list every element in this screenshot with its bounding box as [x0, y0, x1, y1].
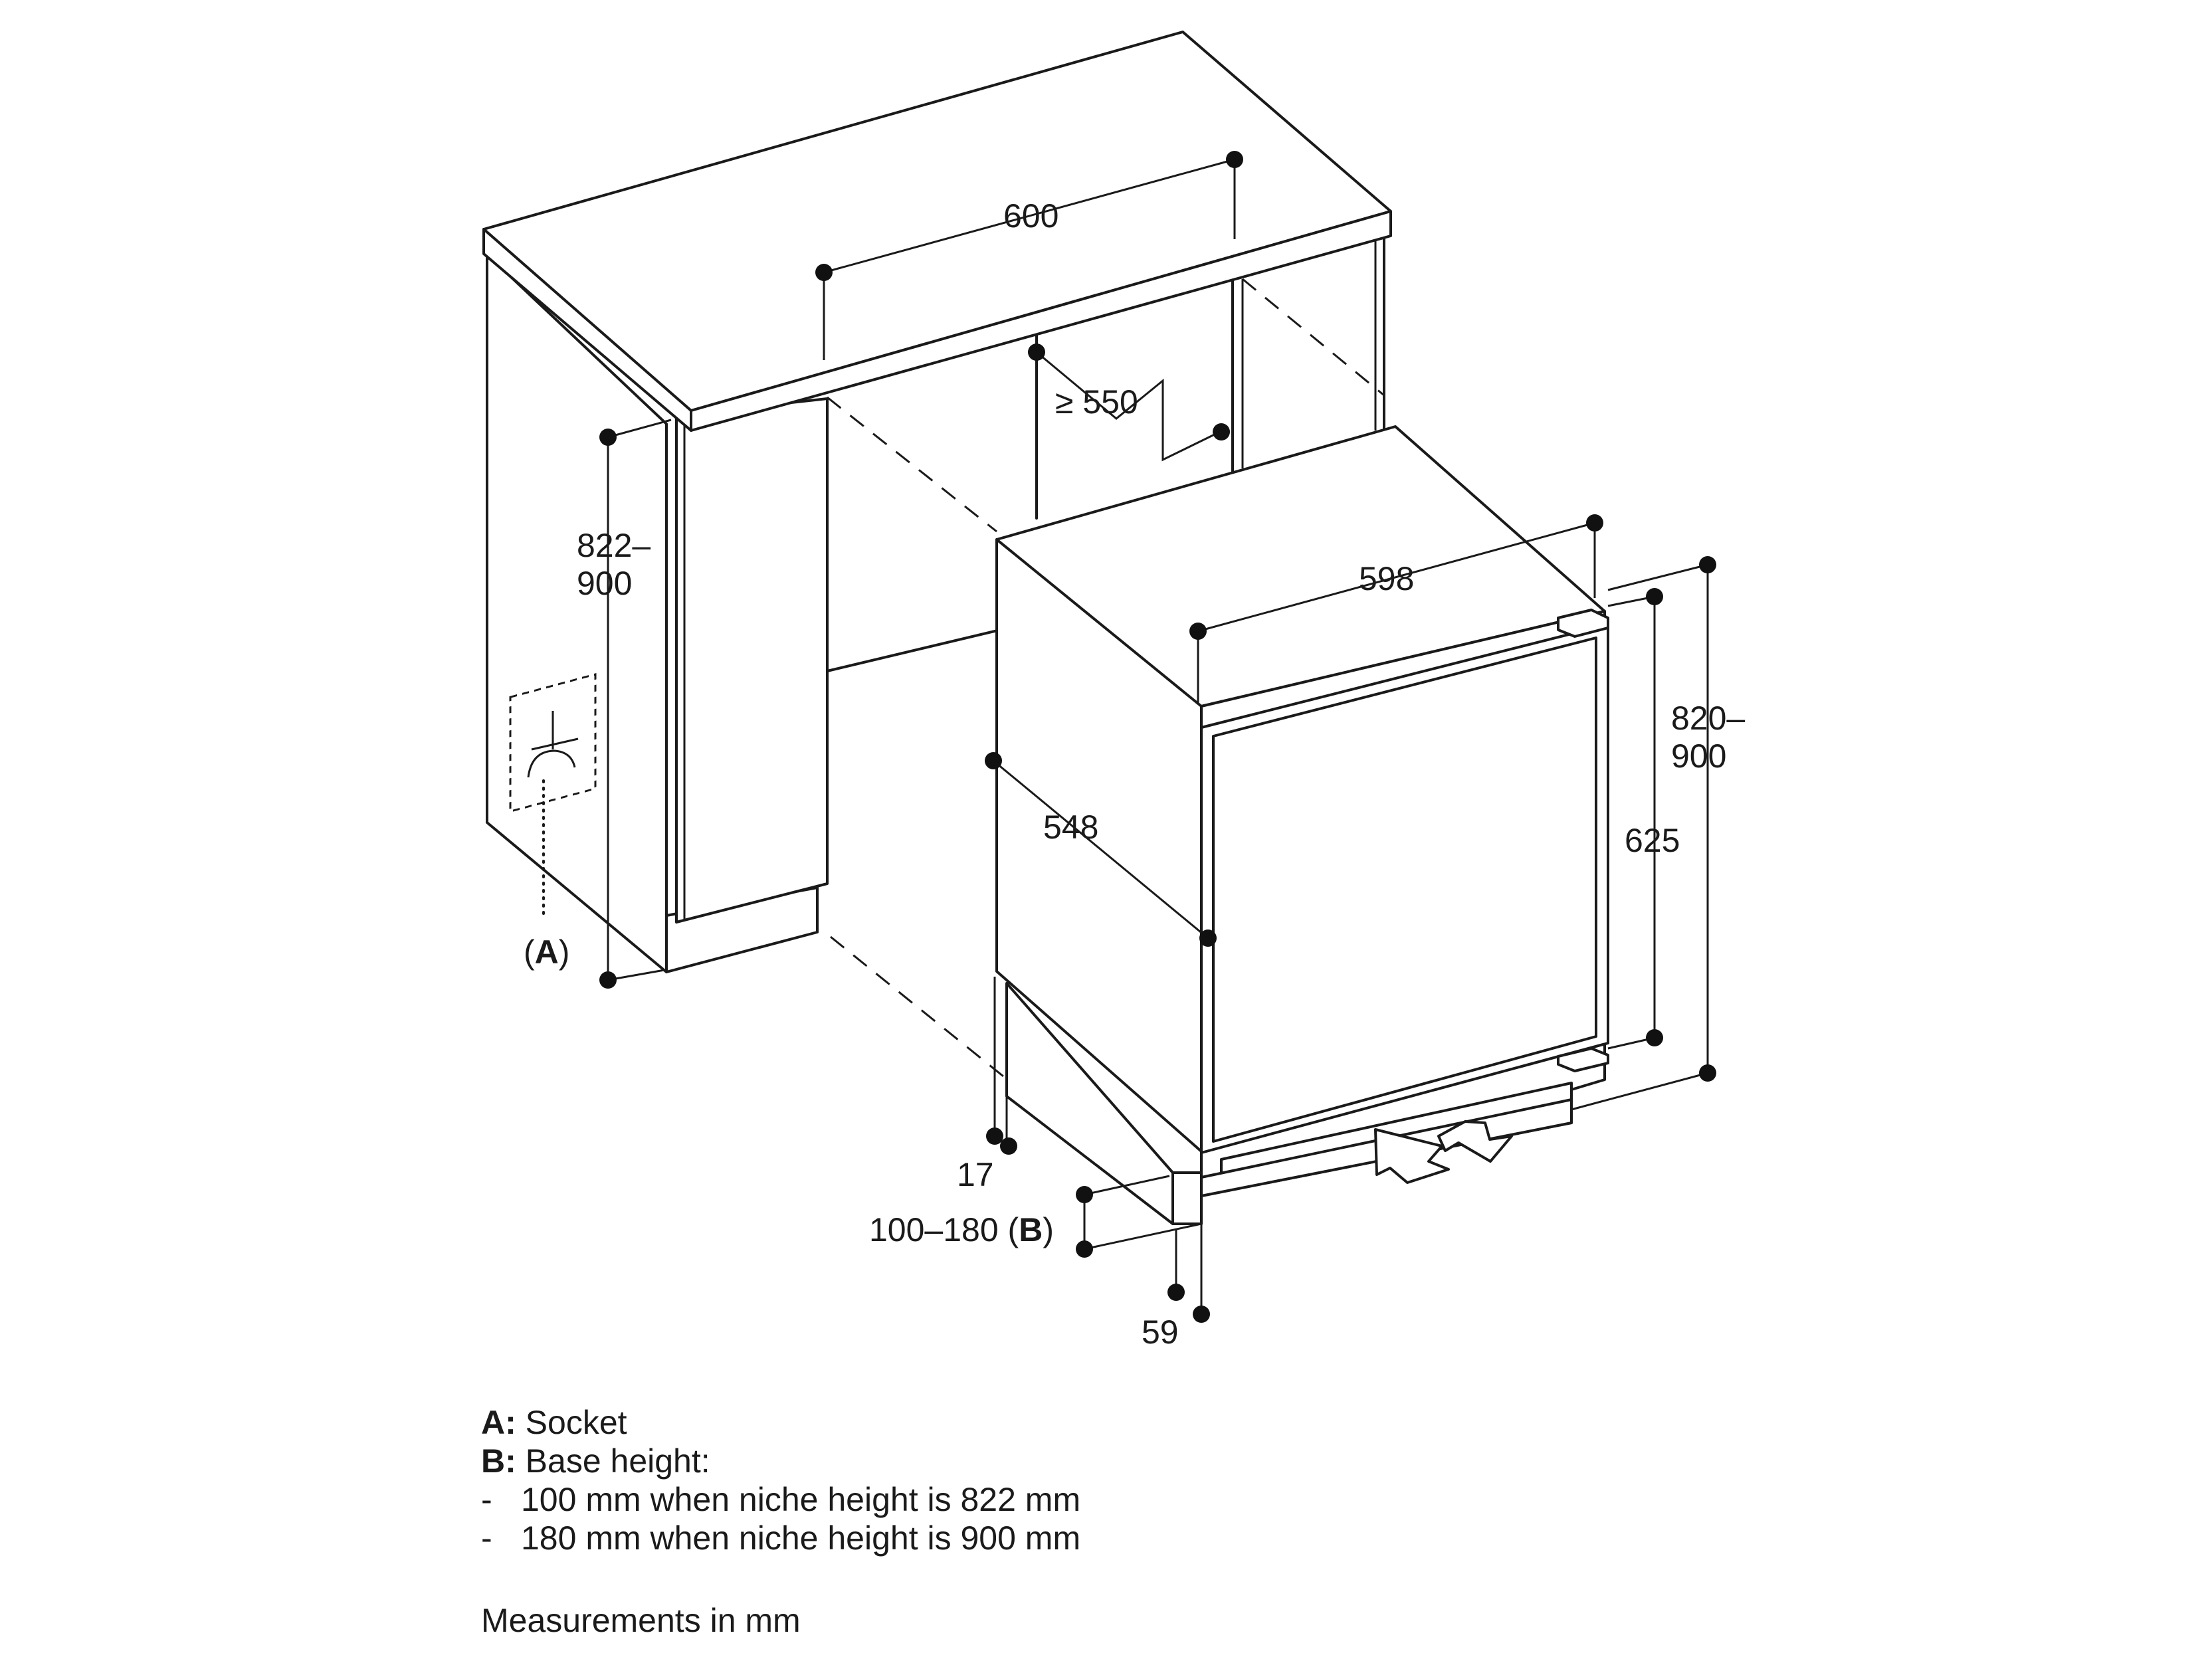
dim-822-top: [599, 429, 617, 446]
label-appliance-height-2: 900: [1671, 737, 1726, 775]
dim-100-bottom: [1076, 1240, 1093, 1258]
dimension-labels: 600 ≥ 550 822– 900 598 548 625 820– 900 …: [524, 197, 1745, 1351]
legend-b-key: B:: [481, 1442, 516, 1480]
label-base-height: 100–180 (B): [869, 1211, 1054, 1248]
label-niche-depth: ≥ 550: [1055, 383, 1138, 421]
label-appliance-width: 598: [1359, 560, 1414, 597]
dim-17-b: [1000, 1137, 1017, 1155]
air-out-arrow: [1437, 1120, 1513, 1163]
socket-symbol: [509, 673, 597, 918]
legend-item-2: -180 mm when niche height is 900 mm: [481, 1519, 1080, 1557]
top-hinge: [1557, 609, 1609, 638]
niche-cabinet: [482, 31, 1392, 1078]
appliance-plinth-front: [1171, 1171, 1203, 1225]
dim-548-end: [1199, 929, 1217, 947]
dim-598-end: [1586, 514, 1603, 532]
worktop-left-edge: [482, 228, 692, 432]
left-cabinet-front: [675, 397, 829, 924]
label-niche-height-2: 900: [577, 565, 632, 602]
label-door-height: 625: [1625, 822, 1680, 859]
dim-625-bottom: [1646, 1029, 1663, 1046]
dim-600-end: [1226, 151, 1243, 168]
label-offset-59: 59: [1142, 1314, 1179, 1351]
dim-548-start: [985, 752, 1002, 769]
dimension-lines: [599, 151, 1716, 1323]
legend-b-text: Base height:: [525, 1442, 710, 1480]
door-inner-panel: [1212, 636, 1597, 1143]
dim-600-start: [815, 264, 833, 281]
dim-822-bottom: [599, 971, 617, 989]
label-niche-width: 600: [1003, 197, 1058, 235]
dim-17-a: [986, 1127, 1003, 1145]
label-appliance-depth: 548: [1043, 809, 1098, 846]
dim-820-bottom: [1699, 1064, 1716, 1082]
legend-a-key: A:: [481, 1404, 516, 1441]
dim-598-start: [1189, 623, 1207, 640]
dim-625-top: [1646, 588, 1663, 605]
dim-820-top: [1699, 556, 1716, 573]
appliance: [995, 425, 1609, 1225]
legend-bullet-2: -: [481, 1519, 492, 1557]
legend-item-1: -100 mm when niche height is 822 mm: [481, 1480, 1080, 1519]
label-appliance-height-1: 820–: [1671, 700, 1745, 737]
dim-550-start: [1028, 343, 1045, 361]
measurements-note: Measurements in mm: [481, 1602, 801, 1639]
dim-59-a: [1167, 1284, 1185, 1301]
legend-row-a: A: Socket: [481, 1403, 1080, 1442]
label-niche-height-1: 822–: [577, 527, 651, 564]
label-offset-17: 17: [957, 1156, 994, 1193]
legend-item-2-text: 180 mm when niche height is 900 mm: [521, 1519, 1081, 1557]
label-socket-a: (A): [524, 933, 569, 971]
legend: A: Socket B: Base height: -100 mm when n…: [481, 1403, 1080, 1557]
legend-row-b: B: Base height:: [481, 1442, 1080, 1480]
dim-100-top: [1076, 1186, 1093, 1203]
dim-59-b: [1193, 1306, 1210, 1323]
air-in-arrow: [1374, 1128, 1450, 1184]
dim-550-end: [1213, 423, 1230, 440]
legend-bullet-1: -: [481, 1481, 492, 1518]
bottom-hinge: [1557, 1047, 1609, 1072]
legend-a-text: Socket: [525, 1404, 627, 1441]
legend-item-1-text: 100 mm when niche height is 822 mm: [521, 1481, 1081, 1518]
